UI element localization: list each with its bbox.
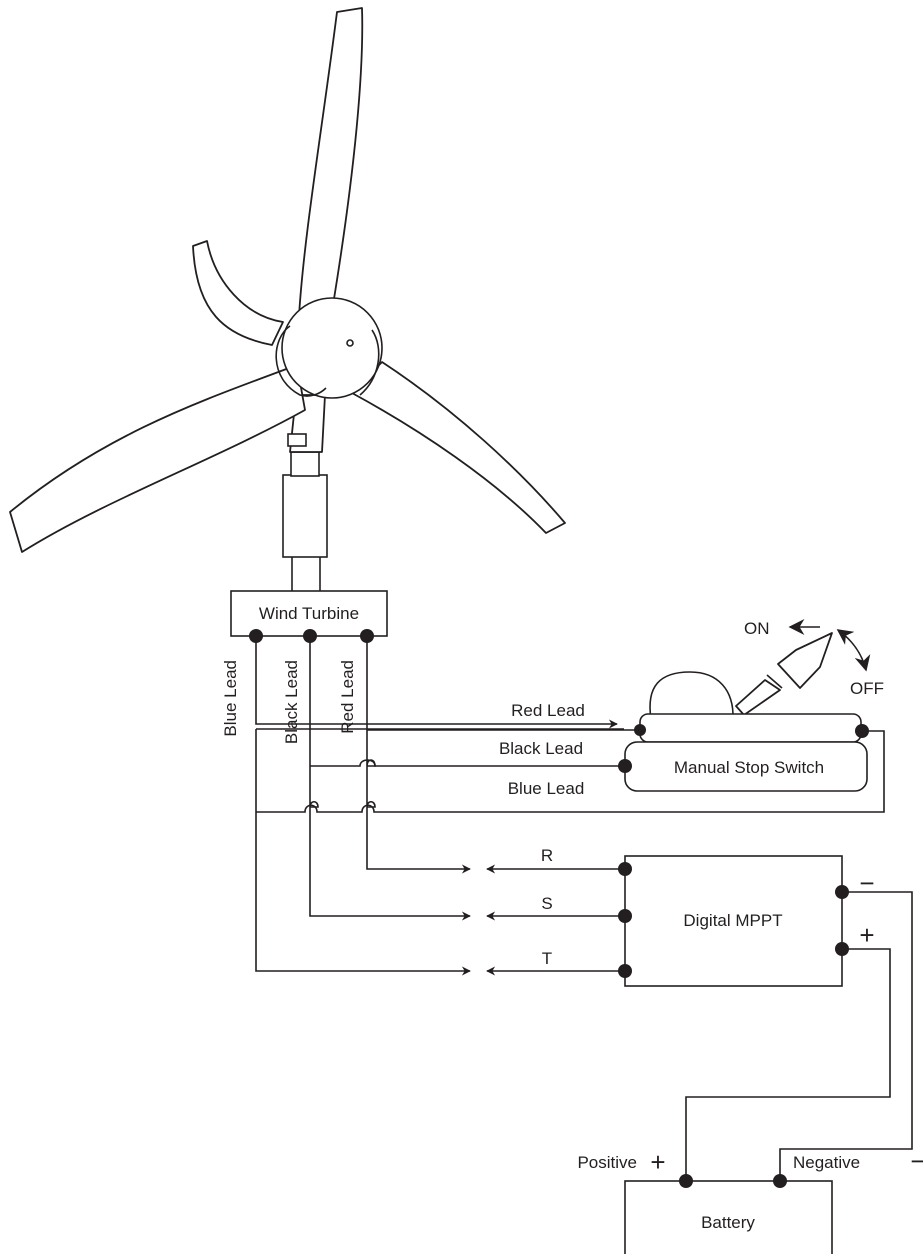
wire-mppt-negative-to-battery [779, 891, 913, 1175]
turbine-mast [282, 474, 328, 558]
digital-mppt: Digital MPPT − + [618, 855, 875, 987]
turbine-blade-top [298, 7, 364, 317]
mppt-terminal-s [618, 909, 632, 923]
wire-mppt-positive-to-battery [685, 948, 891, 1175]
battery-box [624, 1180, 833, 1254]
turbine-hub-edge [359, 329, 380, 396]
switch-terminal-black [618, 759, 632, 773]
switch-dome [649, 671, 734, 720]
vertical-red-lead-label: Red Lead [338, 660, 357, 734]
vertical-black-lead-label: Black Lead [282, 660, 301, 744]
battery-positive-label: Positive [577, 1153, 637, 1172]
battery-terminal-positive [679, 1174, 693, 1188]
battery-negative-label: Negative [793, 1153, 860, 1172]
turbine-latch [287, 433, 307, 447]
switch-lever-handle [777, 632, 833, 689]
wires [255, 636, 913, 1175]
switch-off-label: OFF [850, 679, 884, 698]
turbine-blade-right [351, 361, 566, 534]
manual-stop-switch-label: Manual Stop Switch [674, 758, 824, 777]
turbine-hub-bolt [346, 339, 354, 347]
mppt-positive-sign: + [859, 920, 874, 950]
wind-turbine-illustration [9, 7, 566, 593]
mppt-terminal-t [618, 964, 632, 978]
battery-positive-sign: + [650, 1147, 665, 1177]
mppt-negative-sign: − [859, 868, 874, 898]
switch-on-off-arc [836, 629, 871, 672]
switch-lever-arm [735, 679, 781, 716]
phase-r-label: R [541, 846, 553, 865]
switch-blue-lead-label: Blue Lead [508, 779, 585, 798]
switch-top-plate [639, 713, 862, 743]
battery-label: Battery [701, 1213, 755, 1232]
switch-terminal-red [634, 724, 646, 736]
turbine-mast-lower [291, 555, 321, 593]
mppt-terminal-positive [835, 942, 849, 956]
battery-negative-sign: − [910, 1146, 923, 1176]
wire-black-lead-to-switch [310, 759, 625, 767]
switch-lever-joint [766, 674, 783, 689]
turbine-mast-collar [290, 451, 320, 477]
digital-mppt-label: Digital MPPT [683, 911, 782, 930]
wind-turbine-box: Wind Turbine [230, 590, 388, 643]
wire-blue-lead-to-t [255, 636, 618, 729]
switch-on-label: ON [744, 619, 770, 638]
manual-stop-switch: Manual Stop Switch ON OFF [618, 619, 884, 792]
switch-terminal-blue [855, 724, 869, 738]
switch-red-lead-label: Red Lead [511, 701, 585, 720]
mppt-terminal-r [618, 862, 632, 876]
terminal-black [303, 629, 317, 643]
turbine-hub [281, 297, 383, 399]
wire-blue-lead-to-switch [256, 730, 885, 813]
wire-black-lead-to-s [309, 636, 471, 921]
phase-s-label: S [541, 894, 552, 913]
digital-mppt-box [624, 855, 843, 987]
wire-red-lead-to-r [366, 636, 471, 874]
vertical-blue-lead-label: Blue Lead [221, 660, 240, 737]
turbine-hub-rim [275, 325, 327, 397]
battery-terminal-negative [773, 1174, 787, 1188]
mppt-terminal-negative [835, 885, 849, 899]
turbine-blade-lower-left [9, 364, 306, 553]
terminal-blue [249, 629, 263, 643]
battery: Battery Positive + Negative − [577, 1146, 923, 1254]
phase-t-label: T [542, 949, 552, 968]
turbine-blade-upper-left [192, 240, 284, 346]
switch-black-lead-label: Black Lead [499, 739, 583, 758]
terminal-red [360, 629, 374, 643]
wind-turbine-label: Wind Turbine [259, 604, 359, 623]
wire-blue-lead-vertical [255, 729, 471, 976]
